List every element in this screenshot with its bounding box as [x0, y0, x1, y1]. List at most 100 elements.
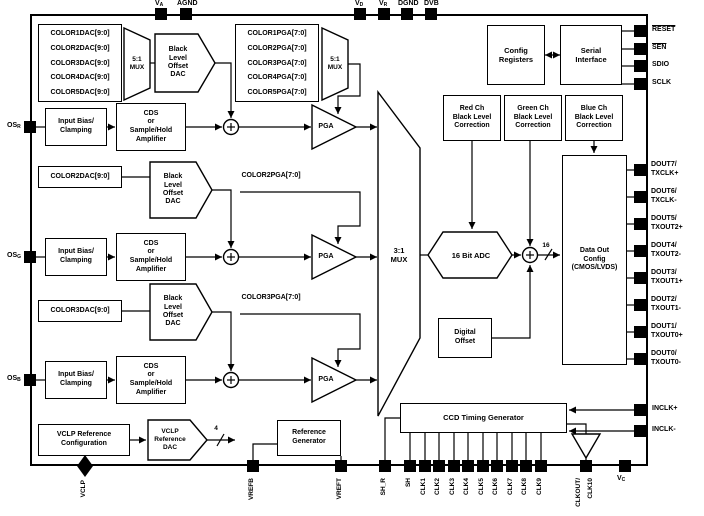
- adc-label: 16 Bit ADC: [451, 250, 491, 260]
- pin-label-dout6: DOUT6/TXCLK-: [651, 188, 677, 204]
- pin-label-clk9: CLK9: [536, 478, 543, 495]
- pin-dout4: [634, 245, 646, 257]
- pin-clkout: [580, 460, 592, 472]
- pin-label-dout4: DOUT4/TXOUT2-: [651, 242, 681, 258]
- pin-vd: [354, 8, 366, 20]
- pin-label-clk2: CLK2: [434, 478, 441, 495]
- pin-inclk-minus: [634, 425, 646, 437]
- adc-shape: [427, 231, 513, 279]
- black-level-offset-dac-3-label: Black Level Offset DAC: [162, 295, 184, 328]
- mux-5to1-pga-shape: [321, 26, 349, 102]
- pin-label-clk3: CLK3: [449, 478, 456, 495]
- pin-vr: [378, 8, 390, 20]
- red-black-level-correction: Red Ch Black Level Correction: [443, 95, 501, 141]
- color2dac-label: COLOR2DAC[9:0]: [50, 44, 110, 52]
- black-level-offset-dac-2-shape: [149, 161, 213, 219]
- pin-label-dvb: DVB: [424, 0, 439, 7]
- color4pga-label: COLOR4PGA[7:0]: [247, 74, 307, 82]
- pin-clk8: [520, 460, 532, 472]
- pin-label-va: VA: [155, 0, 164, 8]
- pin-vclp-diamond: [77, 455, 93, 477]
- input-bias-clamping-b: Input Bias/ Clamping: [45, 361, 107, 399]
- pin-label-sh: SH: [405, 478, 412, 488]
- pin-label-reset: RESET: [652, 26, 676, 33]
- data-out-config: Data Out Config (CMOS/LVDS): [562, 155, 627, 365]
- pin-agnd: [180, 8, 192, 20]
- color3dac-register-box: COLOR3DAC[9:0]: [38, 300, 122, 322]
- reference-generator: Reference Generator: [277, 420, 341, 456]
- pin-label-inclk-minus: INCLK-: [652, 426, 676, 433]
- pin-label-vreft: VREFT: [336, 478, 343, 500]
- pin-label-clk4: CLK4: [463, 478, 470, 495]
- pin-dvb: [425, 8, 437, 20]
- pin-label-sclk: SCLK: [652, 79, 672, 86]
- pin-label-dgnd: DGND: [398, 0, 419, 7]
- summing-plus-signs: [227, 123, 534, 384]
- digital-offset: Digital Offset: [438, 318, 492, 358]
- pin-label-osb: OSB: [7, 375, 21, 383]
- black-level-offset-dac-3-shape: [149, 283, 213, 341]
- pin-dout3: [634, 272, 646, 284]
- color1pga-label: COLOR1PGA[7:0]: [247, 30, 307, 37]
- pin-osr: [24, 121, 36, 133]
- pin-dout6: [634, 191, 646, 203]
- input-bias-clamping-g: Input Bias/ Clamping: [45, 238, 107, 276]
- pga-b-label: PGA: [318, 375, 334, 383]
- mux-5to1-dac-label: 5:1 MUX: [129, 56, 145, 71]
- pin-label-vrefb: VREFB: [248, 478, 255, 501]
- pin-label-osg: OSG: [7, 252, 22, 260]
- color5dac-label: COLOR5DAC[9:0]: [50, 89, 110, 96]
- pin-osb: [24, 374, 36, 386]
- pin-label-vclp: VCLP: [80, 480, 87, 498]
- pin-dout0: [634, 353, 646, 365]
- pin-clk1: [419, 460, 431, 472]
- pga-r-shape: [311, 103, 358, 151]
- pin-label-agnd: AGND: [177, 0, 198, 7]
- pin-sclk: [634, 78, 646, 90]
- pin-dgnd: [401, 8, 413, 20]
- cds-sample-hold-g: CDS or Sample/Hold Amplifier: [116, 233, 186, 281]
- pin-label-dout3: DOUT3/TXOUT1+: [651, 269, 683, 285]
- pin-clk3: [448, 460, 460, 472]
- pin-dout2: [634, 299, 646, 311]
- cds-sample-hold-b: CDS or Sample/Hold Amplifier: [116, 356, 186, 404]
- color1dac-label: COLOR1DAC[9:0]: [50, 30, 110, 37]
- ccd-timing-generator: CCD Timing Generator: [400, 403, 567, 433]
- pin-va: [155, 8, 167, 20]
- symbol-shapes: [123, 26, 602, 461]
- pin-label-vc: VC: [617, 475, 626, 483]
- pin-dout7: [634, 164, 646, 176]
- pin-label-vr: VR: [379, 0, 388, 8]
- pin-label-inclk-plus: INCLK+: [652, 405, 678, 412]
- pin-clk2: [433, 460, 445, 472]
- pin-label-clkout-line1: CLKOUT/: [575, 478, 582, 507]
- pin-vc: [619, 460, 631, 472]
- pin-vreft: [335, 460, 347, 472]
- pga-g-label: PGA: [318, 252, 334, 260]
- vclp-reference-configuration: VCLP Reference Configuration: [38, 424, 130, 456]
- pin-label-clk6: CLK6: [492, 478, 499, 495]
- pin-inclk-plus: [634, 404, 646, 416]
- wires: [36, 30, 634, 461]
- black-level-offset-dac-1-label: Black Level Offset DAC: [167, 46, 189, 79]
- pin-clk4: [462, 460, 474, 472]
- pin-label-sdio: SDIO: [652, 61, 670, 68]
- pin-label-dout1: DOUT1/TXOUT0+: [651, 323, 683, 339]
- color-dac-register-box: COLOR1DAC[9:0] COLOR2DAC[9:0] COLOR3DAC[…: [38, 24, 122, 102]
- pin-sh: [404, 460, 416, 472]
- pga-g-shape: [311, 233, 358, 281]
- mux-5to1-dac-shape: [123, 26, 151, 102]
- pin-label-clk1: CLK1: [420, 478, 427, 495]
- pga-r-label: PGA: [318, 122, 334, 130]
- color2pga-wire-label: COLOR2PGA[7:0]: [241, 171, 301, 179]
- color3pga-label: COLOR3PGA[7:0]: [247, 59, 307, 67]
- black-level-offset-dac-2-label: Black Level Offset DAC: [162, 173, 184, 206]
- pin-label-dout5: DOUT5/TXOUT2+: [651, 215, 683, 231]
- pin-label-clk8: CLK8: [521, 478, 528, 495]
- pin-label-sen: SEN: [652, 44, 667, 51]
- green-black-level-correction: Green Ch Black Level Correction: [504, 95, 562, 141]
- pin-label-clkout-line2: CLK10: [587, 478, 594, 499]
- cds-sample-hold-r: CDS or Sample/Hold Amplifier: [116, 103, 186, 151]
